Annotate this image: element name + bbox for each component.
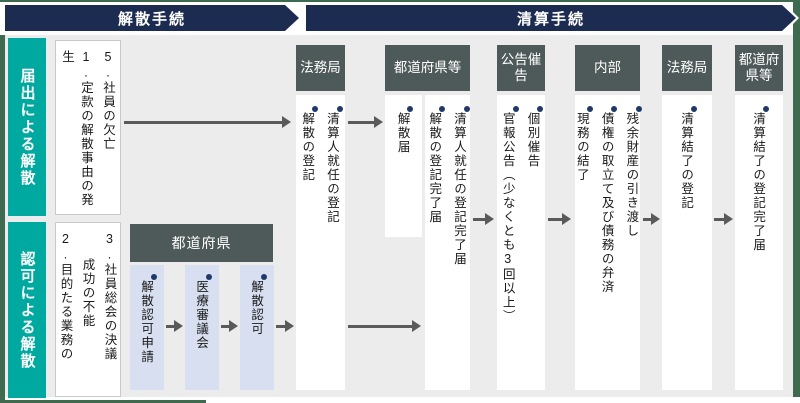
- approval-cause-box: 2.目的たる業務の 成功の不能 3.社員総会の決議: [55, 222, 121, 397]
- list-item: 解散の登記完了届: [427, 112, 442, 224]
- bullet-icon: [150, 274, 157, 280]
- cause-line: 5.社員の欠亡: [101, 50, 115, 151]
- flow-arrow-notice-to-internal: [548, 213, 571, 225]
- banner-liquidation-procedure: 清算手続: [303, 2, 799, 34]
- banner-arrow-shape: 清算手続: [306, 5, 796, 31]
- flow-arrow-approval-to-bureau: [276, 320, 294, 332]
- list-item: 解散の登記: [300, 112, 315, 182]
- sidebar-notification-label: 届出による解散: [18, 67, 36, 187]
- bullet-icon: [407, 106, 414, 112]
- column-header-internal: 内部: [575, 45, 640, 91]
- prefecture-header: 都道府県: [130, 224, 273, 262]
- cause-line: 3.社員総会の決議: [102, 232, 117, 361]
- column-body-prefecture-etc-2: 清算結了の登記完了届: [735, 95, 783, 390]
- list-item: 清算結了の登記完了届: [751, 112, 766, 252]
- bullet-icon: [636, 106, 643, 112]
- column-body-legal-affairs-bureau-1: 解散の登記 清算人就任の登記: [296, 95, 345, 390]
- cause-line: 1.定款の解散事由の発生: [60, 50, 93, 207]
- list-item: 個別催告: [525, 112, 540, 168]
- flow-arrow-prefecture-to-notice: [473, 213, 494, 225]
- flow-arrow-bureau-to-prefecture-top: [348, 116, 383, 128]
- frame-border-left: [0, 35, 5, 403]
- sidebar-dissolution-by-notification: 届出による解散: [8, 38, 46, 216]
- flow-arrow-bureau-to-prefecture-final: [714, 213, 733, 225]
- cause-line: 2.目的たる業務の: [58, 232, 73, 361]
- flow-arrow-council-to-approval: [221, 320, 238, 332]
- step-label: 医療審議会: [194, 280, 209, 350]
- list-item: 清算人就任の登記完了届: [452, 112, 466, 266]
- bullet-icon: [205, 274, 212, 280]
- frame-border-right: [793, 0, 800, 397]
- column-body-legal-affairs-bureau-2: 清算結了の登記: [662, 95, 712, 390]
- column-body-public-notice: 官報公告（少なくとも3回以上） 個別催告: [497, 95, 545, 390]
- notification-cause-box: 1.定款の解散事由の発生 5.社員の欠亡: [55, 40, 121, 215]
- banner-dissolution-label: 解散手続: [117, 10, 186, 28]
- column-header-legal-affairs-bureau-1: 法務局: [296, 45, 345, 91]
- list-item: 解散届: [395, 112, 410, 154]
- list-item: 残余財産の引き渡し: [624, 112, 639, 238]
- flow-arrow-application-to-council: [166, 320, 183, 332]
- column-header-prefecture-etc-2: 都道府県等: [735, 45, 783, 91]
- sidebar-dissolution-by-approval: 認可による解散: [8, 222, 46, 398]
- step-dissolution-approval: 解散認可: [240, 265, 274, 390]
- bullet-icon: [690, 106, 697, 112]
- bullet-icon: [537, 106, 544, 112]
- list-item: 官報公告（少なくとも3回以上）: [500, 112, 515, 324]
- column-header-public-notice: 公告催告: [497, 45, 545, 91]
- list-item: 現務の結了: [574, 112, 589, 182]
- bullet-icon: [439, 106, 445, 112]
- sidebar-approval-label: 認可による解散: [18, 250, 36, 370]
- list-item: 債権の取立て及び債務の弁済: [599, 112, 614, 294]
- column-body-dissolution-notification: 解散届: [385, 95, 422, 237]
- column-body-registration-completion-reports: 解散の登記完了届 清算人就任の登記完了届: [425, 95, 470, 390]
- frame-border-top: [0, 0, 800, 2]
- banner-arrow-shape: 解散手続: [5, 5, 299, 31]
- column-header-prefecture-etc-1: 都道府県等: [385, 45, 470, 91]
- flow-arrow-bureau-to-prefecture-bottom: [348, 320, 421, 332]
- cause-line-continuation: 成功の不能: [80, 258, 95, 328]
- list-item: 清算人就任の登記: [325, 112, 339, 224]
- banner-liquidation-label: 清算手続: [516, 10, 585, 28]
- bullet-icon: [586, 106, 593, 112]
- bullet-icon: [336, 106, 343, 112]
- step-medical-council: 医療審議会: [185, 265, 219, 390]
- bullet-icon: [611, 106, 618, 112]
- bullet-icon: [463, 106, 470, 112]
- banner-dissolution-procedure: 解散手続: [2, 2, 302, 34]
- bullet-icon: [312, 106, 318, 112]
- step-label: 解散認可申請: [139, 280, 154, 364]
- step-label: 解散認可: [249, 280, 264, 336]
- column-header-legal-affairs-bureau-2: 法務局: [662, 45, 712, 91]
- list-item: 清算結了の登記: [679, 112, 694, 210]
- column-body-internal: 現務の結了 債権の取立て及び債務の弁済 残余財産の引き渡し: [574, 95, 643, 390]
- bullet-icon: [512, 106, 519, 112]
- flow-arrow-cause-to-bureau: [124, 116, 291, 128]
- frame-border-bottom: [0, 400, 206, 403]
- step-dissolution-approval-application: 解散認可申請: [130, 265, 164, 390]
- flow-arrow-internal-to-bureau: [643, 213, 660, 225]
- bullet-icon: [762, 106, 769, 112]
- bullet-icon: [260, 274, 267, 280]
